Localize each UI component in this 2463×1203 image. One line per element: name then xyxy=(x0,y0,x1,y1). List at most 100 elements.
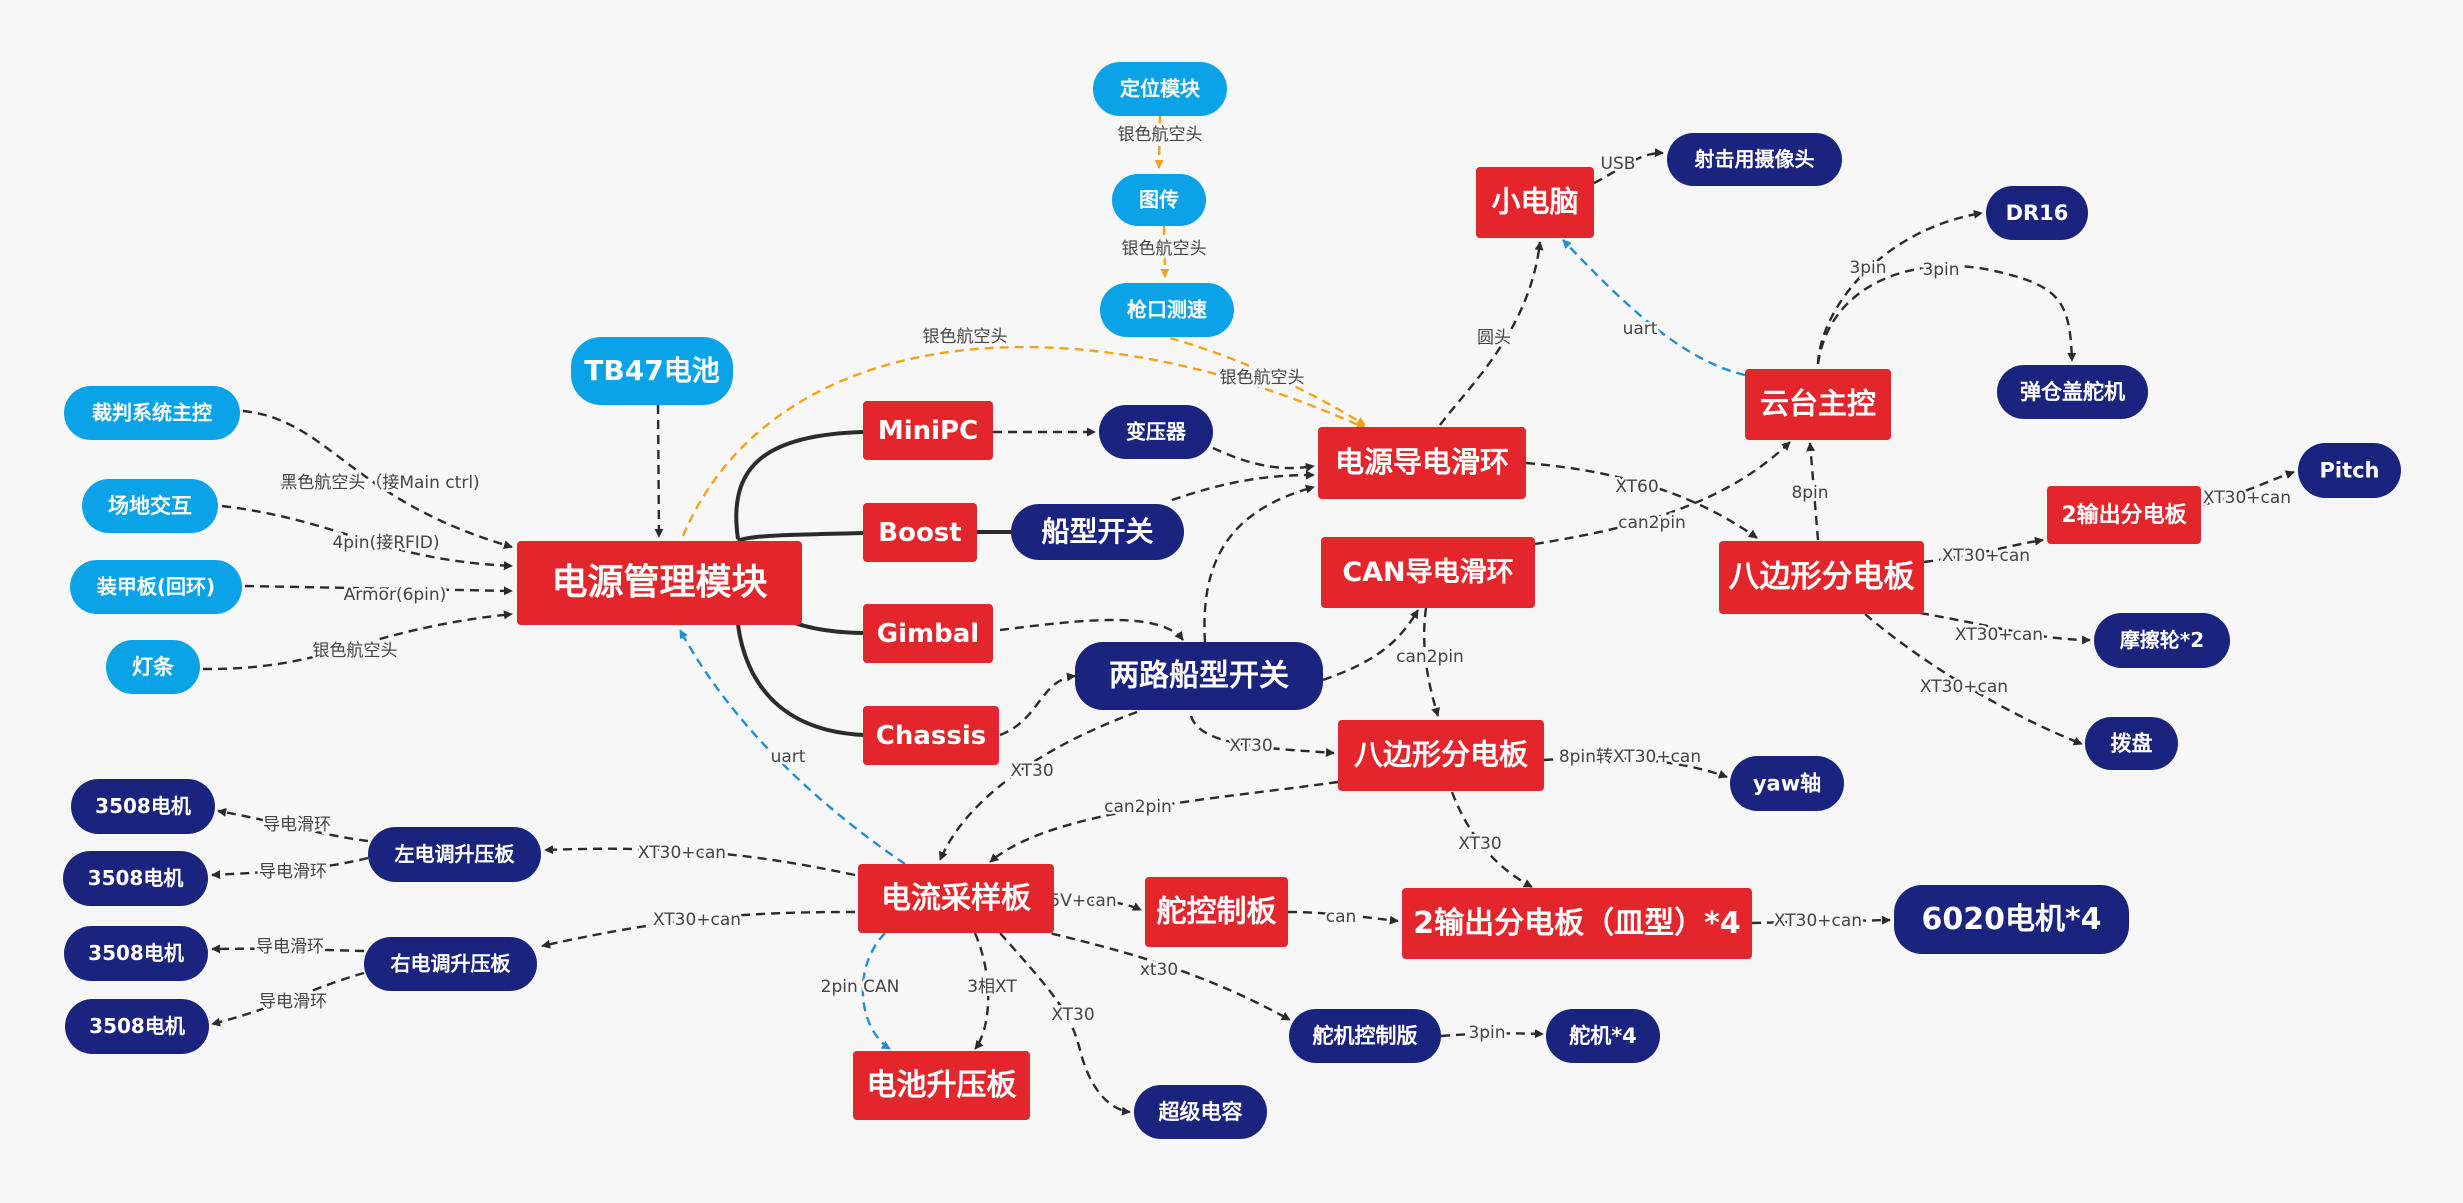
edge-label-e49: 导电滑环 xyxy=(259,862,327,882)
connector-e16 xyxy=(1212,446,1315,472)
connector-e6 xyxy=(681,345,1366,537)
node-label-split2-top: 2输出分电板 xyxy=(2061,502,2187,528)
node-octa-top: 八边形分电板 xyxy=(1719,541,1924,614)
edge-label-e32: XT30 xyxy=(1229,736,1272,756)
edge-label-e8: 银色航空头 xyxy=(1122,239,1207,259)
edge-label-e2: 4pin(接RFID) xyxy=(332,533,439,553)
node-lightbar: 灯条 xyxy=(106,640,200,694)
connector-e47 xyxy=(541,910,856,949)
node-box-lightbar xyxy=(106,640,200,694)
connector-e32 xyxy=(1189,715,1335,757)
connector-e18 xyxy=(999,618,1184,641)
connector-e31 xyxy=(1423,607,1440,717)
node-m3508-4: 3508电机 xyxy=(65,999,209,1054)
connector-e51 xyxy=(211,971,365,1027)
connector-e35 xyxy=(1751,915,1891,925)
node-tb47: TB47电池 xyxy=(571,337,733,405)
node-box-chassis xyxy=(863,706,999,765)
connector-e41 xyxy=(1036,928,1291,1022)
connector-e29 xyxy=(1919,611,2091,645)
node-referee: 裁判系统主控 xyxy=(64,386,240,440)
connector-e40 xyxy=(1287,910,1399,925)
node-mini-pc: 小电脑 xyxy=(1476,167,1594,238)
node-label-servo-board: 舵机控制版 xyxy=(1313,1024,1418,1048)
node-box-tb47 xyxy=(571,337,733,405)
edge-label-e34: XT30 xyxy=(1458,834,1501,854)
edge-label-e43: 2pin CAN xyxy=(821,977,900,997)
node-label-locator: 定位模块 xyxy=(1120,77,1201,101)
node-label-hopper-servo: 弹仓盖舵机 xyxy=(2020,380,2125,404)
connector-e18b xyxy=(1203,484,1315,643)
node-box-servo4 xyxy=(1546,1009,1660,1063)
node-label-gimbal-ctrl: 云台主控 xyxy=(1760,387,1876,421)
node-label-supercap: 超级电容 xyxy=(1159,1100,1243,1124)
connector-e25 xyxy=(1534,441,1791,546)
node-octa-mid: 八边形分电板 xyxy=(1338,720,1544,791)
edge-label-e50: 导电滑环 xyxy=(256,937,324,957)
node-supercap: 超级电容 xyxy=(1134,1085,1267,1139)
node-transformer: 变压器 xyxy=(1099,405,1213,459)
node-power-mgmt: 电源管理模块 xyxy=(517,541,802,625)
node-label-power-mgmt: 电源管理模块 xyxy=(551,562,767,603)
node-dr16: DR16 xyxy=(1986,186,2088,240)
edge-label-e28: XT30+can xyxy=(2203,488,2291,508)
connections: 黑色航空头（接Main ctrl)4pin(接RFID)Armor(6pin)银… xyxy=(202,115,2295,1116)
node-box-split2-top xyxy=(2047,486,2201,544)
node-m3508-2: 3508电机 xyxy=(63,851,208,906)
connector-e27 xyxy=(1923,536,2044,564)
node-box-octa-mid xyxy=(1338,720,1544,791)
connector-e17 xyxy=(1171,470,1315,502)
edge-label-e41: xt30 xyxy=(1140,960,1178,980)
node-steer-board: 舵控制板 xyxy=(1145,877,1288,947)
edge-label-e21: uart xyxy=(1623,319,1658,339)
connector-e43 xyxy=(861,932,891,1051)
node-box-dr16 xyxy=(1986,186,2088,240)
edge-label-e44: 3相XT xyxy=(967,977,1017,997)
connector-e50 xyxy=(211,944,365,954)
node-label-dual-switch: 两路船型开关 xyxy=(1109,659,1289,694)
node-label-dr16: DR16 xyxy=(2006,201,2069,225)
node-box-yaw xyxy=(1730,756,1844,811)
edge-label-e3: Armor(6pin) xyxy=(344,585,447,605)
edge-label-e46: XT30+can xyxy=(638,843,726,863)
node-box-gimbal-ctrl xyxy=(1745,369,1891,440)
edge-label-e19: 圆头 xyxy=(1477,328,1511,348)
node-power-slip: 电源导电滑环 xyxy=(1318,427,1526,499)
node-vtx: 图传 xyxy=(1112,174,1206,226)
node-yaw: yaw轴 xyxy=(1730,756,1844,811)
edge-label-e23: 3pin xyxy=(1922,260,1959,280)
node-label-chassis: Chassis xyxy=(876,721,986,751)
node-box-dial xyxy=(2085,717,2178,770)
node-box-servo-board xyxy=(1289,1009,1441,1063)
edge-label-e25: can2pin xyxy=(1618,513,1686,533)
node-dial: 拨盘 xyxy=(2085,717,2178,770)
edge-label-e22: 3pin xyxy=(1849,258,1886,278)
node-camera: 射击用摄像头 xyxy=(1667,133,1842,186)
node-box-camera xyxy=(1667,133,1842,186)
connector-e42 xyxy=(1440,1029,1544,1039)
node-can-slip: CAN导电滑环 xyxy=(1321,537,1535,608)
node-m3508-1: 3508电机 xyxy=(71,779,215,834)
connector-e34 xyxy=(1450,791,1533,889)
node-box-pitch xyxy=(2298,443,2401,498)
connector-e18d xyxy=(1322,609,1420,682)
node-servo-board: 舵机控制版 xyxy=(1289,1009,1441,1063)
node-label-camera: 射击用摄像头 xyxy=(1694,147,1815,171)
node-m3508-3: 3508电机 xyxy=(64,926,208,981)
connector-e49 xyxy=(211,856,369,880)
edge-label-e45: XT30 xyxy=(1051,1005,1094,1025)
node-label-current: 电流采样板 xyxy=(881,881,1031,916)
node-box-m3508-3 xyxy=(64,926,208,981)
connector-e36 xyxy=(938,710,1138,861)
connector-e26 xyxy=(1806,442,1820,541)
edge-label-e39: 5V+can xyxy=(1049,891,1116,911)
node-label-power-slip: 电源导电滑环 xyxy=(1335,445,1509,479)
edge-label-e31: can2pin xyxy=(1396,647,1464,667)
connector-e24 xyxy=(1525,461,1758,539)
edge-label-e37: can2pin xyxy=(1104,797,1172,817)
node-label-boat-switch: 船型开关 xyxy=(1041,515,1153,548)
node-box-can-slip xyxy=(1321,537,1535,608)
edge-label-e42: 3pin xyxy=(1468,1023,1505,1043)
node-split2-top: 2输出分电板 xyxy=(2047,486,2201,544)
node-label-m6020: 6020电机*4 xyxy=(1921,902,2101,937)
